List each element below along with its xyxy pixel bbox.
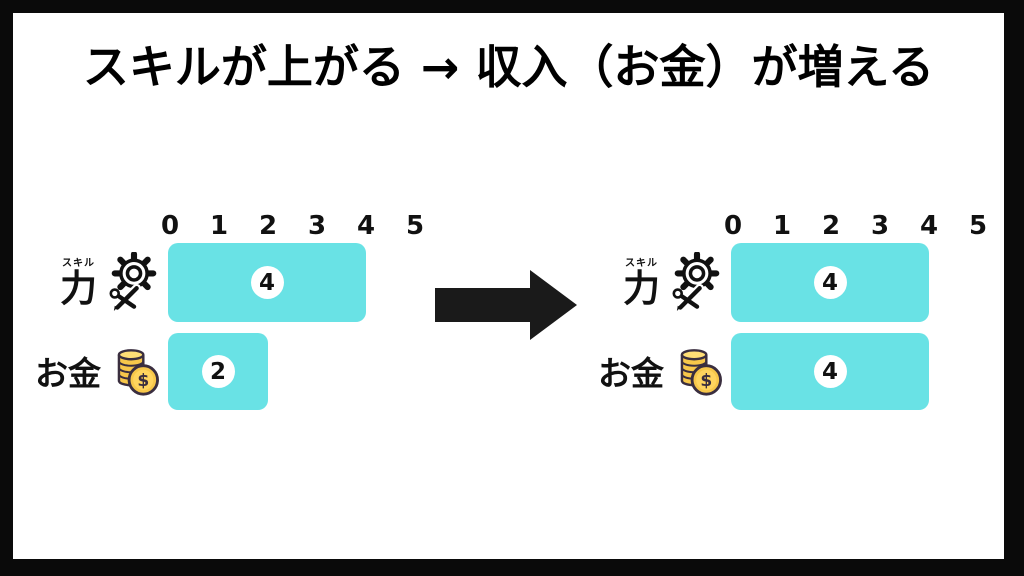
row-label-money: お金 $ <box>35 342 162 400</box>
axis-tick: 4 <box>919 211 939 241</box>
axis-tick: 1 <box>772 211 792 241</box>
furigana-label: スキル <box>62 257 95 269</box>
axis-tick: 2 <box>821 211 841 241</box>
furigana-label: スキル <box>625 257 658 269</box>
bar-money-after: 4 <box>731 333 929 410</box>
dollar-sign: $ <box>137 371 149 391</box>
coins-icon: $ <box>110 343 162 399</box>
x-axis-ticks-before: 0 1 2 3 4 5 <box>161 211 424 241</box>
row-label-text: お金 <box>35 354 101 393</box>
coins-icon: $ <box>673 343 725 399</box>
axis-tick: 1 <box>209 211 229 241</box>
bar-value-badge: 4 <box>250 266 284 299</box>
right-arrow-icon <box>435 270 577 340</box>
axis-tick: 0 <box>160 211 180 241</box>
bar-value: 2 <box>209 358 226 385</box>
row-label-text: 力 <box>623 266 660 310</box>
x-axis-ticks-after: 0 1 2 3 4 5 <box>724 211 987 241</box>
axis-tick: 0 <box>723 211 743 241</box>
dollar-sign: $ <box>700 371 712 391</box>
axis-tick: 2 <box>258 211 278 241</box>
bar-value: 4 <box>821 358 838 385</box>
row-label-text: お金 <box>598 354 664 393</box>
skill-label-stack: スキル 力 <box>623 258 660 309</box>
chart-after: 0 1 2 3 4 5 スキル 力 <box>598 211 987 432</box>
gear-tools-icon <box>669 252 725 314</box>
chart-before: 0 1 2 3 4 5 スキル 力 <box>35 211 424 432</box>
bar-value: 4 <box>258 269 275 296</box>
bar-value-badge: 2 <box>201 355 235 388</box>
slide-title: スキルが上がる → 収入（お金）が増える <box>82 40 935 94</box>
skill-label-stack: スキル 力 <box>60 258 97 309</box>
bar-value-badge: 4 <box>813 355 847 388</box>
axis-tick: 3 <box>870 211 890 241</box>
axis-tick: 4 <box>356 211 376 241</box>
row-label-text: 力 <box>60 266 97 310</box>
slide-canvas: スキルが上がる → 収入（お金）が増える 0 1 2 3 4 5 スキル 力 <box>13 13 1004 559</box>
row-label-money: お金 $ <box>598 342 725 400</box>
row-label-skill: スキル 力 <box>623 252 725 314</box>
bar-money-before: 2 <box>168 333 268 410</box>
bar-skill-after: 4 <box>731 243 929 322</box>
gear-tools-icon <box>106 252 162 314</box>
axis-tick: 5 <box>968 211 988 241</box>
bar-skill-before: 4 <box>168 243 366 322</box>
bar-value: 4 <box>821 269 838 296</box>
row-label-skill: スキル 力 <box>60 252 162 314</box>
axis-tick: 3 <box>307 211 327 241</box>
axis-tick: 5 <box>405 211 425 241</box>
bar-value-badge: 4 <box>813 266 847 299</box>
